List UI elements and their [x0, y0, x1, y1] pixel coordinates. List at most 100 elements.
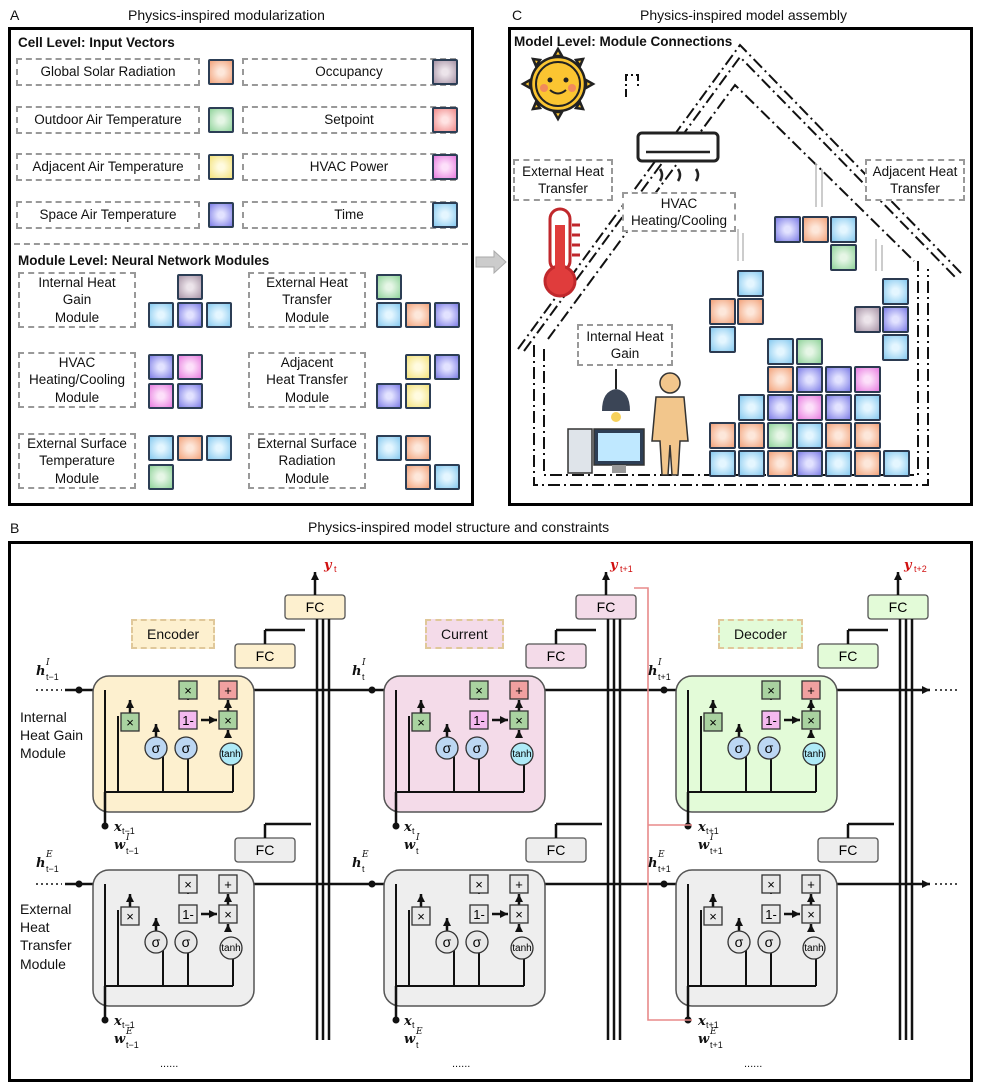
multiply-gate-text: × [184, 877, 192, 892]
external-heat-cell [92, 869, 255, 1007]
arrowhead [152, 918, 160, 926]
bottom-ellipsis: ...... [452, 1058, 471, 1070]
input-x-label: x [698, 820, 706, 835]
external-heat-cell [383, 869, 546, 1007]
input-vector-cell [208, 106, 234, 133]
person-icon [651, 372, 689, 476]
input-vector-cell [208, 154, 234, 180]
arrowhead [735, 724, 743, 732]
multiply-gate-text: × [807, 713, 815, 728]
add-gate [218, 874, 238, 894]
sigma-gate-text: σ [443, 934, 452, 950]
junction-dot [660, 880, 668, 888]
multiply-gate-text: × [807, 907, 815, 922]
one-minus-gate-text: 1- [182, 713, 194, 728]
input-dot [101, 1016, 109, 1024]
add-gate [801, 874, 821, 894]
arrowhead [515, 894, 523, 902]
external-heat-transfer-label: External Heat Transfer [513, 159, 613, 201]
hvac-heating-cooling-label: HVAC Heating/Cooling [622, 192, 736, 232]
input-x-sub: t [412, 826, 415, 836]
arrowhead [792, 910, 800, 918]
cell-level-heading: Cell Level: Input Vectors [18, 35, 175, 50]
multiply-gate [761, 680, 781, 700]
tanh-gate-text: tanh [221, 943, 240, 954]
add-gate-text: + [224, 683, 232, 698]
module-cell [177, 435, 203, 461]
sigma-gate [757, 736, 781, 760]
junction-dot [368, 686, 376, 694]
assembled-cell [825, 450, 852, 477]
multiply-gate [411, 906, 431, 926]
input-w-sub: t−1 [126, 1040, 139, 1050]
sigma-gate [465, 736, 489, 760]
assembled-cell [738, 394, 765, 421]
module-cell [405, 435, 431, 461]
hidden-state-sup: E [46, 850, 53, 860]
air-conditioner-icon [636, 131, 720, 182]
arrowhead [602, 572, 610, 580]
input-x-label: x [114, 820, 122, 835]
fc-top-text: FC [547, 648, 566, 664]
assembled-cell [738, 450, 765, 477]
assembled-cell [738, 422, 765, 449]
hidden-state-sup: I [658, 658, 662, 668]
output-label: y [324, 558, 332, 573]
multiply-gate-text: × [417, 909, 425, 924]
add-gate-text: + [515, 683, 523, 698]
multiply-gate-text: × [475, 877, 483, 892]
input-w-label: w [114, 838, 126, 853]
input-w-label: w [698, 838, 710, 853]
arrowhead [792, 716, 800, 724]
multiply-gate [469, 874, 489, 894]
row-label-internal: Internal Heat Gain Module [20, 709, 84, 762]
input-w-sub: t+1 [710, 846, 723, 856]
assembled-cell [767, 338, 794, 365]
stage-label: Current [425, 619, 504, 649]
computer-icon [567, 428, 645, 474]
tanh-gate [510, 936, 534, 960]
hidden-state-sup: I [362, 658, 366, 668]
sigma-gate [174, 930, 198, 954]
module-cell [376, 435, 402, 461]
sigma-gate-text: σ [735, 740, 744, 756]
sigma-gate [435, 736, 459, 760]
arrowhead [224, 700, 232, 708]
input-w-sub: t [416, 1040, 419, 1050]
arrowhead [224, 730, 232, 738]
sigma-gate-text: σ [765, 934, 774, 950]
arrowhead [922, 686, 930, 694]
assembled-cell [796, 422, 823, 449]
sigma-gate-text: σ [152, 740, 161, 756]
arrowhead [515, 700, 523, 708]
multiply-gate [801, 710, 821, 730]
one-minus-gate [178, 710, 198, 730]
multiply-gate [761, 874, 781, 894]
one-minus-gate [761, 710, 781, 730]
add-gate-text: + [807, 683, 815, 698]
input-vector-cell [432, 201, 458, 228]
arrowhead [894, 572, 902, 580]
module-cell [148, 354, 174, 380]
sigma-gate [727, 736, 751, 760]
stage-label: Encoder [131, 619, 216, 649]
multiply-gate [509, 710, 529, 730]
panel-a-frame [8, 27, 474, 506]
one-minus-gate-text: 1- [765, 713, 777, 728]
arrowhead [515, 924, 523, 932]
adjacent-heat-transfer-label: Adjacent Heat Transfer [865, 159, 965, 201]
bottom-ellipsis: ...... [160, 1058, 179, 1070]
multiply-gate [801, 904, 821, 924]
one-minus-gate [469, 904, 489, 924]
hidden-state-sup: I [46, 658, 50, 668]
tanh-gate-text: tanh [804, 749, 823, 760]
module-cell [376, 302, 402, 328]
arrowhead [152, 724, 160, 732]
module-label: External Surface Temperature Module [18, 433, 136, 489]
one-minus-gate [761, 904, 781, 924]
assembled-cell [825, 366, 852, 393]
input-x-sub: t [412, 1020, 415, 1030]
sigma-gate [144, 736, 168, 760]
input-w-sup: E [126, 1027, 133, 1037]
assembled-cell [796, 450, 823, 477]
